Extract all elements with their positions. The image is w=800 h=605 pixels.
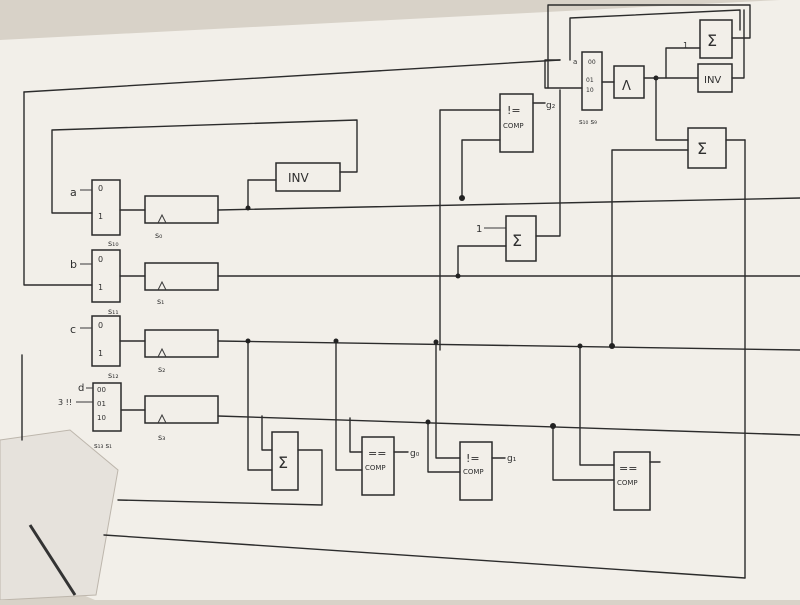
input-constant-label: 3 !! [58, 398, 72, 407]
input-c-label: c [70, 323, 76, 336]
pen-stroke [28, 524, 77, 596]
paper-curl [0, 429, 119, 601]
sum-top-const-label: 1 [683, 41, 688, 50]
mux-a: 0 1 s₁₀ a [70, 179, 121, 248]
and-gate [613, 65, 645, 99]
mux-top-in10-label: 10 [586, 87, 594, 94]
register-s2-label: s₂ [158, 365, 165, 374]
mux-a-select-label: s₁₀ [108, 239, 119, 248]
register-s0-label: s₀ [155, 231, 162, 240]
wire-ne-g2-in1 [439, 109, 501, 351]
sum-middle-symbol: Σ [512, 231, 522, 250]
comparator-eq-right-comp: COMP [617, 479, 638, 487]
output-g2-label: g₂ [546, 101, 556, 111]
wire-sum-in1 [247, 340, 273, 471]
mux-top-select-label: s₁₀ s₉ [579, 118, 597, 126]
mux-c-in0-label: 0 [98, 321, 103, 330]
mux-c-in1-label: 1 [98, 349, 103, 358]
mux-a-block [91, 179, 121, 236]
register-s0 [144, 195, 219, 224]
mux-c-select-label: s₁₂ [108, 371, 119, 380]
bus-lines [21, 59, 800, 579]
mux-b-in0-label: 0 [98, 255, 103, 264]
mux-top-a-label: a [573, 58, 577, 66]
sum-top-symbol: Σ [707, 31, 717, 50]
inverter-top-label: INV [288, 171, 310, 185]
comparator-eq-g0-op: == [368, 447, 386, 460]
comparator-ne-g2 [499, 93, 534, 153]
register-s3-label: s₃ [158, 433, 165, 442]
register-s1 [144, 262, 219, 291]
and-gate-symbol: Λ [622, 79, 631, 94]
input-b-label: b [70, 258, 77, 271]
mux-b-select-label: s₁₁ [108, 307, 119, 316]
mux-d-in10-label: 10 [97, 414, 106, 422]
mux-top-in01-label: 01 [586, 77, 594, 84]
sum-middle [505, 215, 537, 262]
comparator-ne-g2-comp: COMP [503, 122, 524, 130]
mux-d-in01-label: 01 [97, 400, 106, 408]
output-g0-label: g₀ [410, 449, 420, 459]
inverter-right-label: INV [704, 75, 721, 86]
sum-right-symbol: Σ [697, 139, 707, 158]
comparator-eq-g0 [361, 436, 395, 496]
mux-a-in1-label: 1 [98, 212, 103, 221]
register-s3 [144, 395, 219, 424]
feedback-loop [51, 119, 358, 214]
sum-bottom [271, 431, 299, 491]
mux-a-in0-label: 0 [98, 184, 103, 193]
inverter-top [275, 162, 341, 192]
comparator-ne-g2-op: != [507, 104, 521, 117]
wire-ne-in [427, 421, 461, 473]
comparator-eq-right [613, 451, 651, 511]
mux-d-select-label: s₁₃ s₁ [94, 442, 112, 450]
sum-mid-const-label: 1 [476, 224, 482, 235]
mux-d-block [92, 382, 122, 432]
mux-d-in00-label: 00 [97, 386, 106, 394]
register-s2 [144, 329, 219, 358]
comparator-ne-g1-op: != [466, 452, 480, 465]
register-s1-label: s₁ [157, 297, 164, 306]
output-g1-label: g₁ [507, 454, 517, 464]
wire-eq-bottom-in [552, 425, 615, 481]
sum-top [699, 19, 733, 59]
mux-top-in00-label: 00 [588, 59, 596, 66]
sum-right [687, 127, 727, 169]
comparator-ne-g1 [459, 441, 493, 501]
input-a-label: a [70, 186, 77, 199]
input-d-label: d [78, 383, 84, 394]
wire-eq-in [335, 340, 363, 471]
mux-b-in1-label: 1 [98, 283, 103, 292]
sum-bottom-symbol: Σ [278, 453, 288, 472]
comparator-eq-right-op: == [619, 462, 637, 475]
comparator-eq-g0-comp: COMP [365, 464, 386, 472]
mux-d: 00 01 10 s₁₃ s₁ d 3 !! [58, 382, 122, 450]
mux-top [581, 51, 603, 111]
comparator-ne-g1-comp: COMP [463, 468, 484, 476]
